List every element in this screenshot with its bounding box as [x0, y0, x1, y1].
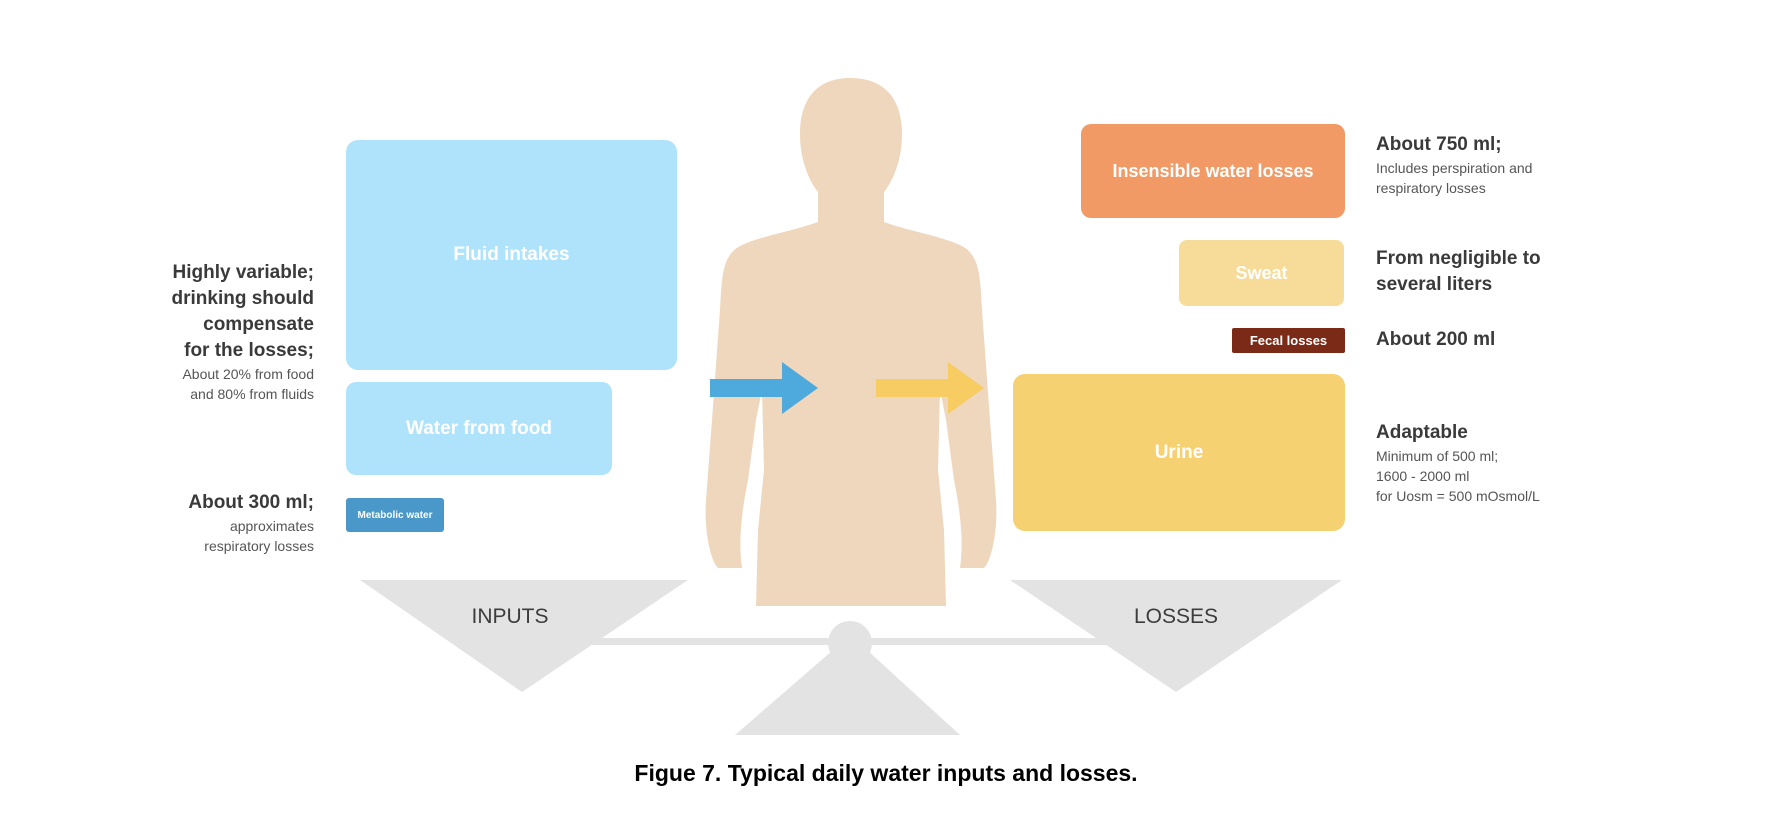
urine-note-sub-1: Minimum of 500 ml; [1376, 448, 1499, 464]
inputs-note-sub-1: About 20% from food [182, 366, 314, 382]
urine-note-sub-3: for Uosm = 500 mOsmol/L [1376, 488, 1540, 504]
insensible-note-main: About 750 ml; [1376, 134, 1502, 155]
insensible-note: About 750 ml; Includes perspiration and … [1376, 132, 1676, 198]
urine-label: Urine [1154, 441, 1204, 463]
figure-caption: Figue 7. Typical daily water inputs and … [634, 760, 1138, 786]
insensible-losses-label: Insensible water losses [1112, 160, 1314, 181]
inputs-note-line-2: drinking should [171, 288, 315, 309]
inputs-note-sub-2: and 80% from fluids [190, 386, 314, 402]
fluid-intakes-label: Fluid intakes [453, 244, 570, 265]
metabolic-note: About 300 ml; approximates respiratory l… [54, 490, 314, 556]
insensible-note-sub-1: Includes perspiration and [1376, 160, 1533, 176]
arrow-in-icon [710, 362, 818, 414]
sweat-box: Sweat [1179, 240, 1344, 306]
arrow-out-icon [876, 362, 984, 414]
insensible-note-sub-2: respiratory losses [1376, 180, 1486, 196]
losses-pan-label: LOSSES [1133, 605, 1219, 628]
sweat-note: From negligible to several liters [1376, 246, 1676, 298]
balance-scale-icon [360, 580, 1342, 735]
human-silhouette-icon [705, 78, 997, 606]
metabolic-note-main: About 300 ml; [188, 492, 314, 513]
metabolic-water-label: Metabolic water [357, 509, 433, 521]
urine-note-main: Adaptable [1376, 422, 1468, 443]
inputs-note-line-1: Highly variable; [172, 262, 315, 283]
fecal-losses-label: Fecal losses [1249, 333, 1328, 348]
inputs-note: Highly variable; drinking should compens… [54, 260, 315, 404]
sweat-label: Sweat [1235, 262, 1288, 283]
sweat-note-line-1: From negligible to [1376, 248, 1541, 269]
urine-box: Urine [1013, 374, 1345, 531]
metabolic-water-box: Metabolic water [346, 498, 444, 532]
fluid-intakes-box: Fluid intakes [346, 140, 677, 370]
fecal-losses-box: Fecal losses [1232, 328, 1345, 353]
insensible-losses-box: Insensible water losses [1081, 124, 1345, 218]
water-from-food-box: Water from food [346, 382, 612, 475]
urine-note: Adaptable Minimum of 500 ml; 1600 - 2000… [1376, 420, 1676, 506]
inputs-note-line-4: for the losses; [184, 340, 314, 361]
inputs-note-line-3: compensate [203, 314, 314, 335]
water-from-food-label: Water from food [405, 417, 552, 439]
metabolic-note-sub-1: approximates [229, 518, 314, 534]
sweat-note-line-2: several liters [1376, 274, 1493, 295]
inputs-pan-label: INPUTS [471, 605, 549, 628]
fecal-note-main: About 200 ml [1376, 329, 1496, 350]
urine-note-sub-2: 1600 - 2000 ml [1376, 468, 1470, 484]
metabolic-note-sub-2: respiratory losses [204, 538, 314, 554]
fecal-note: About 200 ml [1376, 327, 1676, 353]
